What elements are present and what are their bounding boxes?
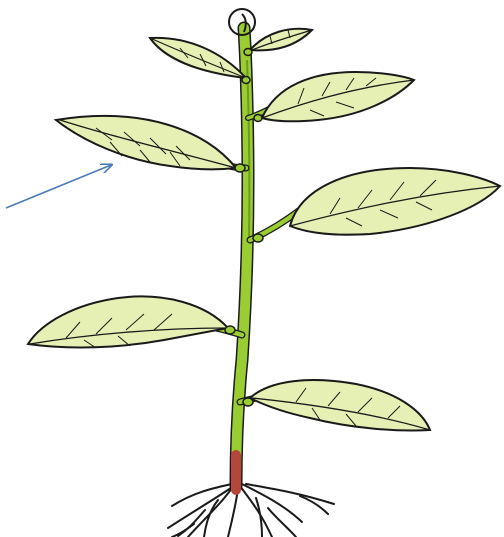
pointer-arrow [6,165,111,208]
leaf-upper-right [262,72,414,121]
stem [236,28,249,490]
leaf-middle-right [290,168,500,235]
leaf-top-left [150,38,246,78]
leaf-lower-left [28,296,228,348]
leaf-lower-right [250,380,430,430]
leaf-upper-left [56,116,236,169]
leaf-top-right [250,29,312,51]
root-system [168,482,334,537]
